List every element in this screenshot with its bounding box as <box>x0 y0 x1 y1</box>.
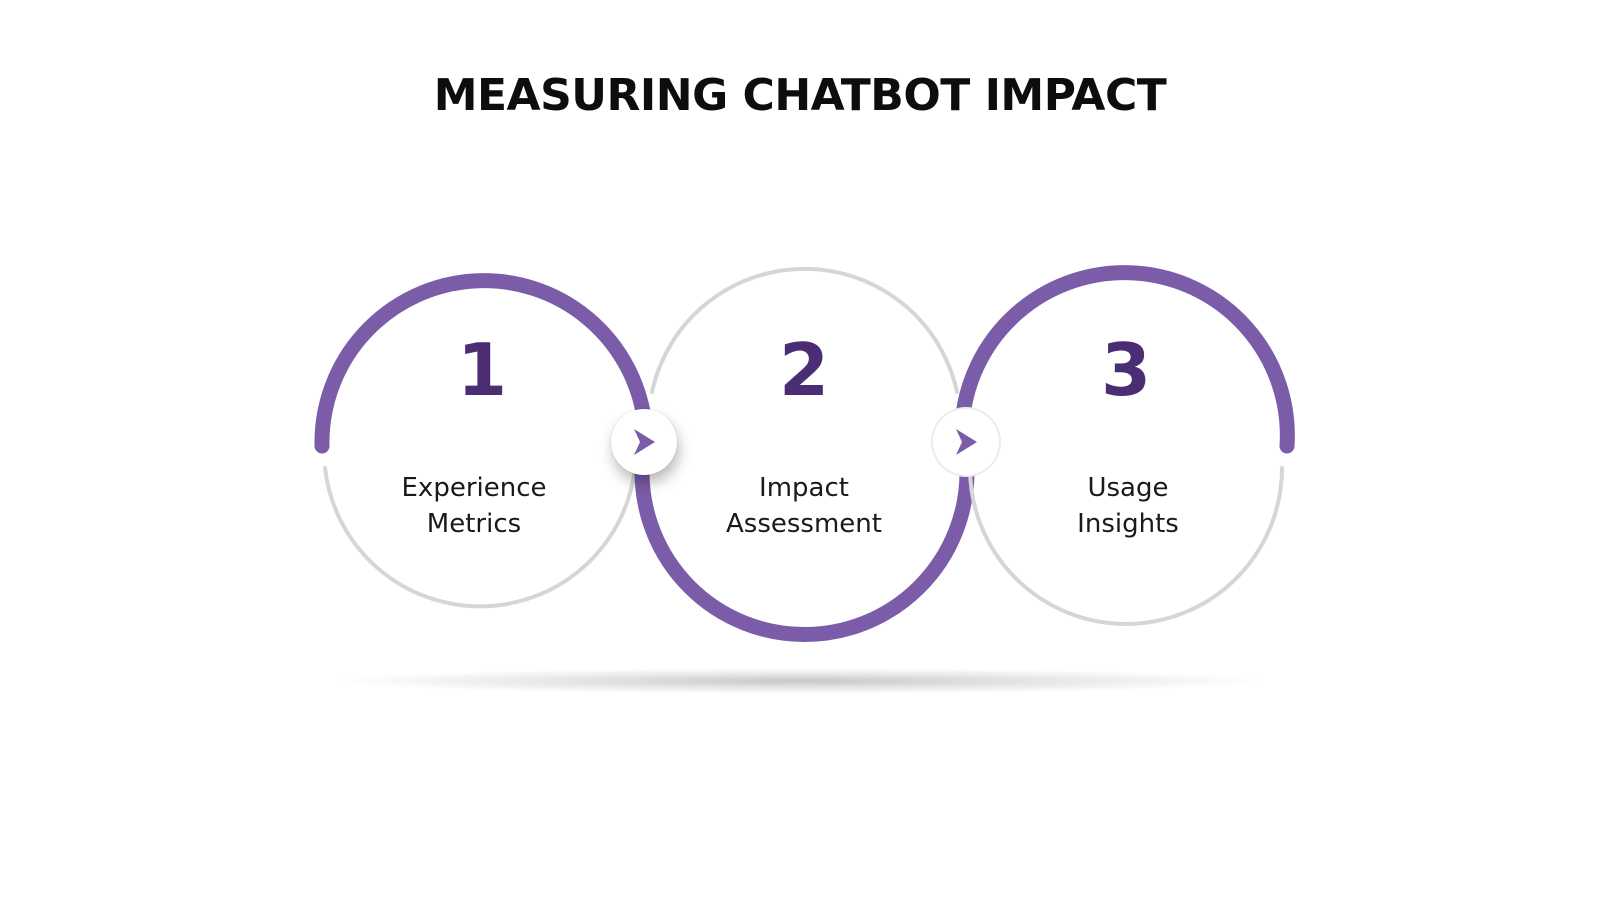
connector-2-button[interactable] <box>933 409 999 475</box>
step-1-number: 1 <box>456 328 508 412</box>
step-1-label-line-1: Experience <box>401 473 547 503</box>
step-3-label-line-1: Usage <box>1087 473 1169 503</box>
ring-2-purple-arc <box>634 464 975 642</box>
play-arrow-icon <box>634 429 655 455</box>
connector-1-button[interactable] <box>611 409 677 475</box>
ring-3-gray-arc <box>968 466 1284 626</box>
floor-shadow <box>330 668 1270 694</box>
step-2-label: Impact Assessment <box>694 470 914 542</box>
page-title: MEASURING CHATBOT IMPACT <box>433 70 1167 121</box>
step-2-label-line-2: Assessment <box>726 509 882 539</box>
step-3-number: 3 <box>1100 328 1152 412</box>
ring-1-gray-arc <box>323 466 637 609</box>
step-3-label: Usage Insights <box>1018 470 1238 542</box>
step-3-label-line-2: Insights <box>1077 509 1179 539</box>
ring-2-gray-arc <box>650 266 959 394</box>
step-1-label: Experience Metrics <box>364 470 584 542</box>
ring-3-purple-arc <box>954 265 1295 454</box>
step-1-label-line-2: Metrics <box>426 509 522 539</box>
play-arrow-icon <box>956 429 977 455</box>
step-2-label-line-1: Impact <box>759 473 849 503</box>
ring-1-purple-arc <box>314 273 653 454</box>
step-2-number: 2 <box>778 328 830 412</box>
